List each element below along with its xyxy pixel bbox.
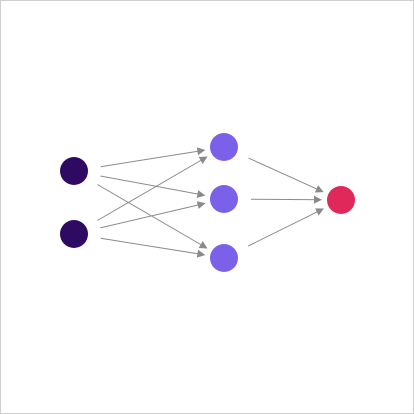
output-node-1 <box>327 186 355 214</box>
edges-group <box>97 147 324 258</box>
edge-input2-to-hidden3 <box>100 237 206 258</box>
edge-hidden1-to-output1 <box>248 157 324 193</box>
edge-input2-to-hidden2 <box>100 201 206 229</box>
hidden-node-3 <box>210 244 238 272</box>
input-node-2 <box>60 220 88 248</box>
edge-hidden2-to-output1 <box>250 195 322 204</box>
edge-input1-to-hidden2 <box>100 175 206 198</box>
hidden-node-1 <box>210 133 238 161</box>
edge-hidden3-to-output1 <box>247 208 324 247</box>
nodes-group <box>60 133 355 272</box>
edge-input1-to-hidden1 <box>100 147 206 168</box>
input-node-1 <box>60 157 88 185</box>
hidden-node-2 <box>210 185 238 213</box>
edge-input2-to-hidden1 <box>97 156 208 221</box>
